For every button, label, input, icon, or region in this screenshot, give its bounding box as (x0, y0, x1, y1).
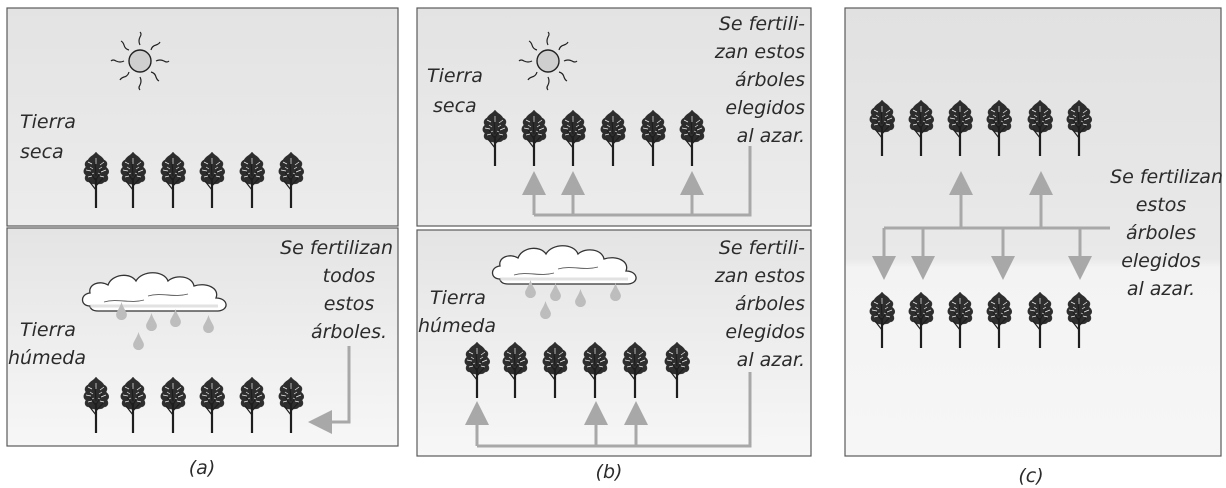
panel-a: Tierra seca Tierra húmeda Se fertilizan … (6, 7, 399, 479)
panel-b: Tierra seca Se fertili- zan estos árbole… (416, 7, 812, 483)
panel-c-note-4: elegidos (1121, 250, 1201, 272)
panel-b-top-note-2: zan estos (714, 41, 805, 63)
panel-c-note-5: al azar. (1127, 278, 1195, 300)
arrow-connector (534, 146, 752, 217)
panel-a-note-4: árboles. (311, 321, 387, 343)
panel-c-arrows (872, 171, 1110, 280)
panel-b-bottom-note-1: Se fertili- (719, 237, 805, 259)
panel-b-bottom-label-2: húmeda (418, 315, 496, 337)
panel-a-top (6, 7, 399, 227)
panel-b-bottom-note-4: elegidos (725, 321, 805, 343)
panel-b-top-note-5: al azar. (737, 125, 805, 147)
panel-a-top-label-2: seca (20, 141, 64, 163)
panel-a-bottom (6, 227, 399, 447)
panel-b-top-note-4: elegidos (725, 97, 805, 119)
panel-a-caption: (a) (189, 457, 215, 479)
panel-a-bottom-label-2: húmeda (8, 347, 86, 369)
panel-b-bottom-label-1: Tierra (430, 287, 486, 309)
panel-b-top-note-3: árboles (735, 69, 805, 91)
panel-a-bottom-label-1: Tierra (20, 319, 76, 341)
panel-b-top-arrows (522, 146, 752, 217)
panel-c-note-2: estos (1136, 194, 1187, 216)
panel-b-bottom-note-5: al azar. (737, 349, 805, 371)
arrow-icon (308, 346, 351, 434)
panel-c-frame (844, 7, 1222, 457)
panel-c-caption: (c) (1018, 465, 1043, 487)
panel-b-bottom-arrows (465, 372, 752, 448)
panel-c-note-3: árboles (1126, 222, 1196, 244)
panel-c-note-1: Se fertilizan (1110, 166, 1223, 188)
panel-b-bottom-note-3: árboles (735, 293, 805, 315)
panel-b-top-note-1: Se fertili- (719, 13, 805, 35)
panel-a-top-label-1: Tierra (20, 111, 76, 133)
panel-a-note-1: Se fertilizan (280, 237, 393, 259)
panel-b-caption: (b) (596, 461, 623, 483)
panel-b-top-label-2: seca (433, 95, 477, 117)
panel-b-top-label-1: Tierra (427, 65, 483, 87)
panel-a-note-3: estos (324, 293, 375, 315)
panel-b-bottom-note-2: zan estos (714, 265, 805, 287)
arrow-connector (477, 372, 752, 448)
panel-a-note-2: todos (323, 265, 376, 287)
panel-c: Se fertilizan estos árboles elegidos al … (844, 7, 1223, 487)
